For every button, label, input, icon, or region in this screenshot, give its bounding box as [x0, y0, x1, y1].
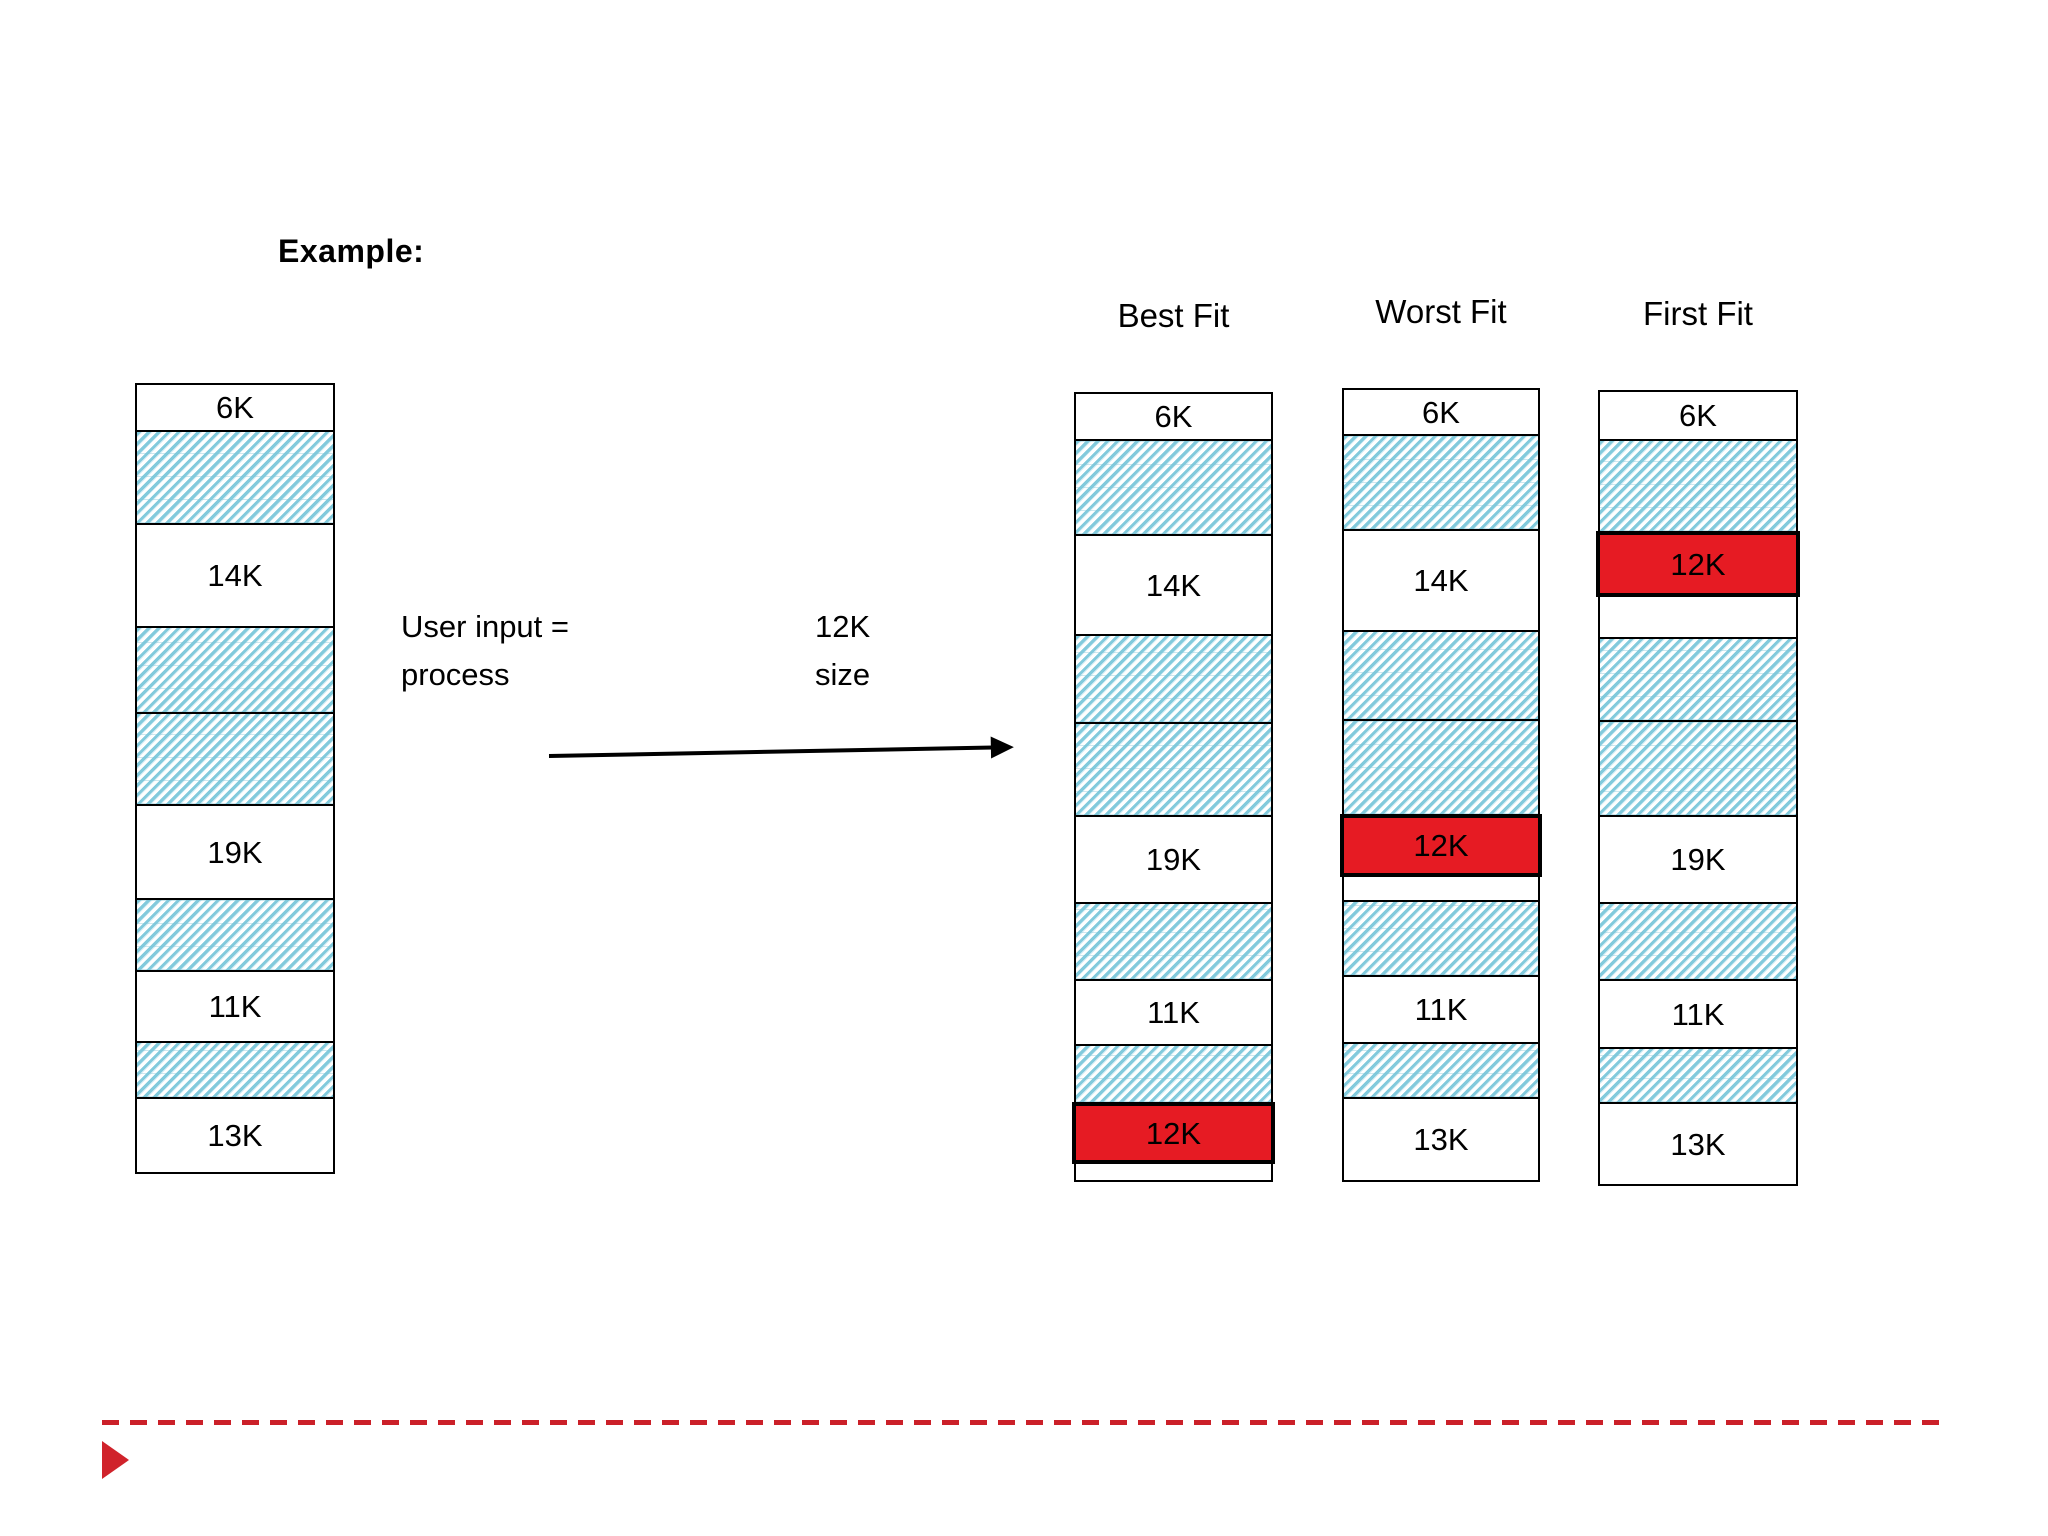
- result-column-worst-fit: 6K 14K 12K 11K 13K: [1340, 388, 1542, 1182]
- segment-label: 6K: [1154, 399, 1193, 434]
- segment-allocated: [1344, 719, 1538, 814]
- segment-allocated: [1076, 634, 1271, 722]
- segment-hole-6k: 6K: [1076, 394, 1271, 439]
- segment-label: 11K: [208, 989, 262, 1024]
- segment-allocated: [1344, 1042, 1538, 1097]
- red-dashed-divider: [102, 1420, 1947, 1425]
- user-input-line-1: User input =: [401, 609, 570, 644]
- segment-hole-11k: 11K: [1344, 975, 1538, 1042]
- segment-allocated: [137, 1041, 333, 1097]
- segment-hole-6k: 6K: [1344, 390, 1538, 434]
- segment-label: 13K: [1670, 1126, 1726, 1162]
- segment-hole-13k: 13K: [1600, 1102, 1796, 1184]
- red-triangle-icon: [102, 1441, 129, 1479]
- segment-hole-19k: 19K: [1076, 815, 1271, 902]
- segment-label: 12K: [1413, 828, 1469, 863]
- segment-allocated: [1344, 900, 1538, 975]
- process-size-line-1: 12K: [815, 609, 871, 644]
- segment-allocated: [1076, 439, 1271, 534]
- segment-label: 11K: [1414, 992, 1468, 1027]
- result-column-best-fit: 6K 14K 19K 11K 12K: [1072, 392, 1275, 1182]
- segment-hole-13k: 13K: [137, 1097, 333, 1172]
- segment-remainder: [1076, 1164, 1271, 1180]
- initial-memory-column: 6K 14K 19K 11K 13K: [135, 383, 335, 1174]
- right-arrow-icon: [548, 733, 1016, 775]
- segment-allocated: [137, 898, 333, 970]
- segment-hole-19k: 19K: [137, 804, 333, 898]
- segment-label: 6K: [216, 390, 254, 425]
- segment-allocated: [137, 626, 333, 712]
- segment-hole-13k: 13K: [1344, 1097, 1538, 1180]
- column-header-worst-fit: Worst Fit: [1375, 293, 1507, 330]
- user-input-annotation: User input = process: [401, 603, 569, 699]
- segment-process-12k: 12K: [1340, 814, 1542, 877]
- segment-hole-11k: 11K: [1076, 979, 1271, 1044]
- segment-allocated: [137, 430, 333, 523]
- column-header-first-fit: First Fit: [1643, 295, 1753, 332]
- segment-remainder: [1344, 877, 1538, 900]
- segment-label: 11K: [1671, 996, 1725, 1032]
- segment-remainder: [1600, 597, 1796, 637]
- process-size-line-2: size: [815, 657, 871, 692]
- segment-hole-14k: 14K: [1344, 529, 1538, 630]
- segment-label: 6K: [1679, 398, 1717, 433]
- segment-allocated: [1600, 1047, 1796, 1102]
- segment-label: 12K: [1145, 1115, 1202, 1151]
- segment-label: 12K: [1670, 546, 1726, 582]
- segment-label: 19K: [1145, 842, 1202, 877]
- result-column-first-fit: 6K 12K 19K 11K 13K: [1596, 390, 1800, 1186]
- segment-hole-6k: 6K: [1600, 392, 1796, 439]
- segment-hole-6k: 6K: [137, 385, 333, 430]
- segment-label: 14K: [1145, 567, 1202, 603]
- page-title: Example:: [278, 233, 425, 269]
- segment-hole-11k: 11K: [137, 970, 333, 1041]
- segment-label: 14K: [207, 558, 263, 593]
- segment-allocated: [1600, 637, 1796, 720]
- segment-label: 6K: [1422, 394, 1460, 430]
- segment-hole-11k: 11K: [1600, 979, 1796, 1047]
- segment-allocated: [1600, 720, 1796, 815]
- segment-label: 13K: [1413, 1122, 1469, 1157]
- segment-allocated: [1076, 1044, 1271, 1102]
- segment-label: 19K: [1670, 842, 1726, 877]
- segment-hole-19k: 19K: [1600, 815, 1796, 902]
- column-header-best-fit: Best Fit: [1117, 297, 1230, 334]
- segment-hole-14k: 14K: [137, 523, 333, 626]
- segment-allocated: [1344, 630, 1538, 719]
- segment-allocated: [1076, 902, 1271, 979]
- segment-label: 13K: [207, 1118, 263, 1153]
- segment-process-12k: 12K: [1596, 531, 1800, 597]
- segment-allocated: [1076, 722, 1271, 815]
- segment-allocated: [1600, 439, 1796, 531]
- segment-allocated: [1344, 434, 1538, 529]
- process-size-annotation: 12K size: [815, 603, 870, 699]
- segment-label: 11K: [1147, 995, 1200, 1030]
- segment-label: 14K: [1413, 563, 1469, 598]
- segment-allocated: [1600, 902, 1796, 979]
- user-input-line-2: process: [401, 657, 510, 692]
- segment-hole-14k: 14K: [1076, 534, 1271, 634]
- segment-allocated: [137, 712, 333, 804]
- segment-process-12k: 12K: [1072, 1102, 1275, 1164]
- segment-label: 19K: [207, 834, 263, 870]
